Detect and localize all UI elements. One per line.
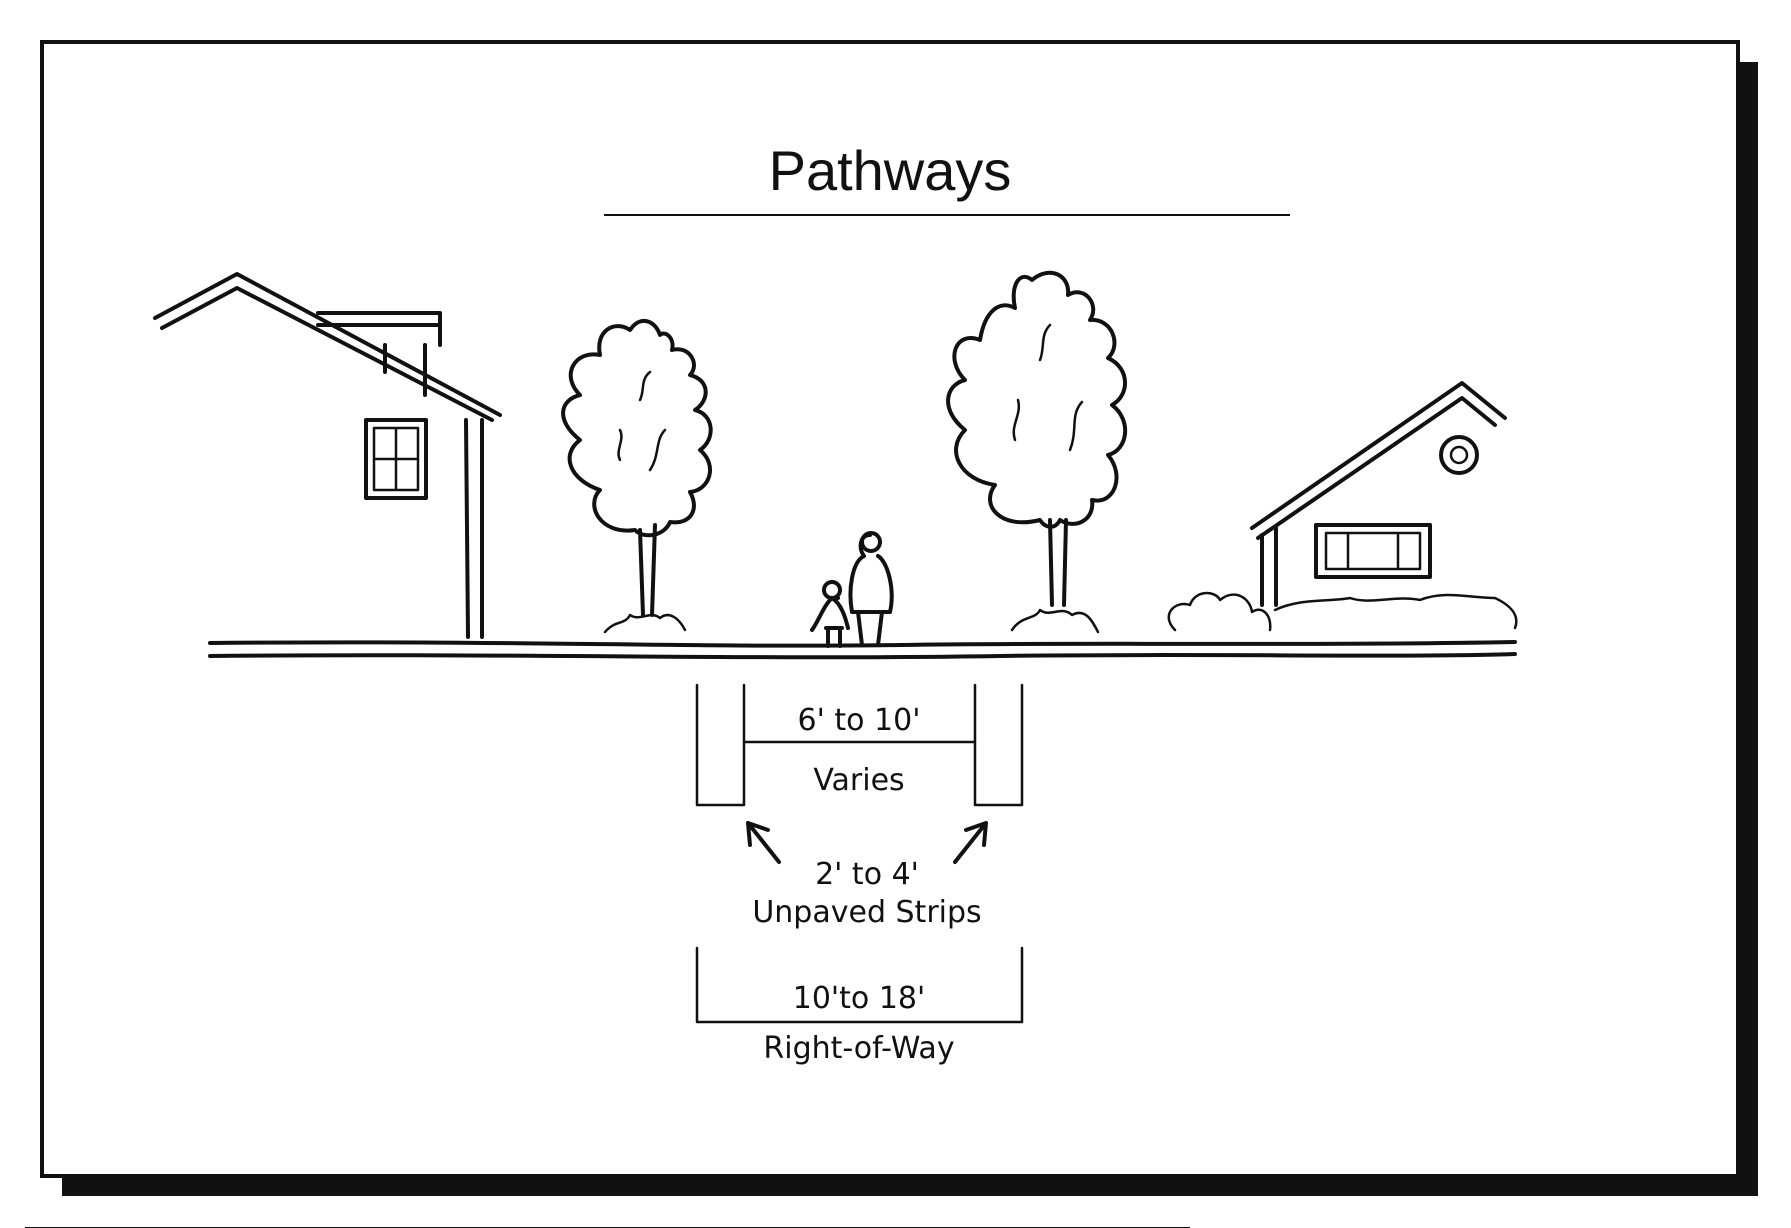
adult-head: [860, 531, 882, 553]
right-house-window: [1314, 523, 1432, 579]
right-house-window-panes: [1324, 531, 1422, 571]
dimension-lines: [695, 683, 1024, 1024]
right-house-round-window-inner: [1449, 445, 1469, 465]
left-house-wall: [464, 418, 484, 639]
ground-line: [208, 640, 1517, 660]
people: [810, 531, 894, 648]
right-strip-arrow: [953, 821, 988, 864]
strip-width-label: 2' to 4': [815, 857, 919, 892]
left-tree: [561, 319, 713, 634]
left-tree-canopy: [561, 319, 713, 538]
left-tree-trunk: [638, 523, 657, 617]
path-width-label: 6' to 10': [798, 703, 921, 738]
path-width-note: Varies: [813, 763, 904, 798]
strip-note: Unpaved Strips: [752, 895, 981, 930]
diagram-title: Pathways: [769, 139, 1012, 202]
left-tree-branches: [617, 370, 667, 472]
left-tree-shrub: [603, 613, 687, 634]
left-strip-arrow: [746, 821, 781, 864]
right-house-shrubs: [1167, 591, 1518, 632]
left-house-roof: [153, 272, 502, 422]
right-house-round-window: [1439, 435, 1479, 475]
right-house-wall: [1260, 526, 1278, 607]
right-house-roof: [1250, 381, 1507, 540]
left-strip-bracket: [695, 683, 746, 807]
right-strip-bracket: [973, 683, 1024, 807]
child-head: [822, 580, 842, 600]
row-bracket: [695, 946, 1024, 1024]
row-note: Right-of-Way: [763, 1031, 954, 1066]
right-house: [1167, 381, 1518, 632]
left-house-window-panes: [372, 426, 420, 492]
left-house-chimney: [316, 311, 442, 397]
middle-tree-canopy: [946, 270, 1128, 529]
middle-tree-branches: [1012, 323, 1084, 452]
middle-tree: [946, 270, 1128, 634]
left-house: [153, 272, 502, 639]
left-house-window: [364, 418, 428, 500]
middle-tree-shrub: [1010, 608, 1100, 634]
row-width-label: 10'to 18': [793, 981, 926, 1016]
middle-tree-trunk: [1048, 518, 1068, 607]
